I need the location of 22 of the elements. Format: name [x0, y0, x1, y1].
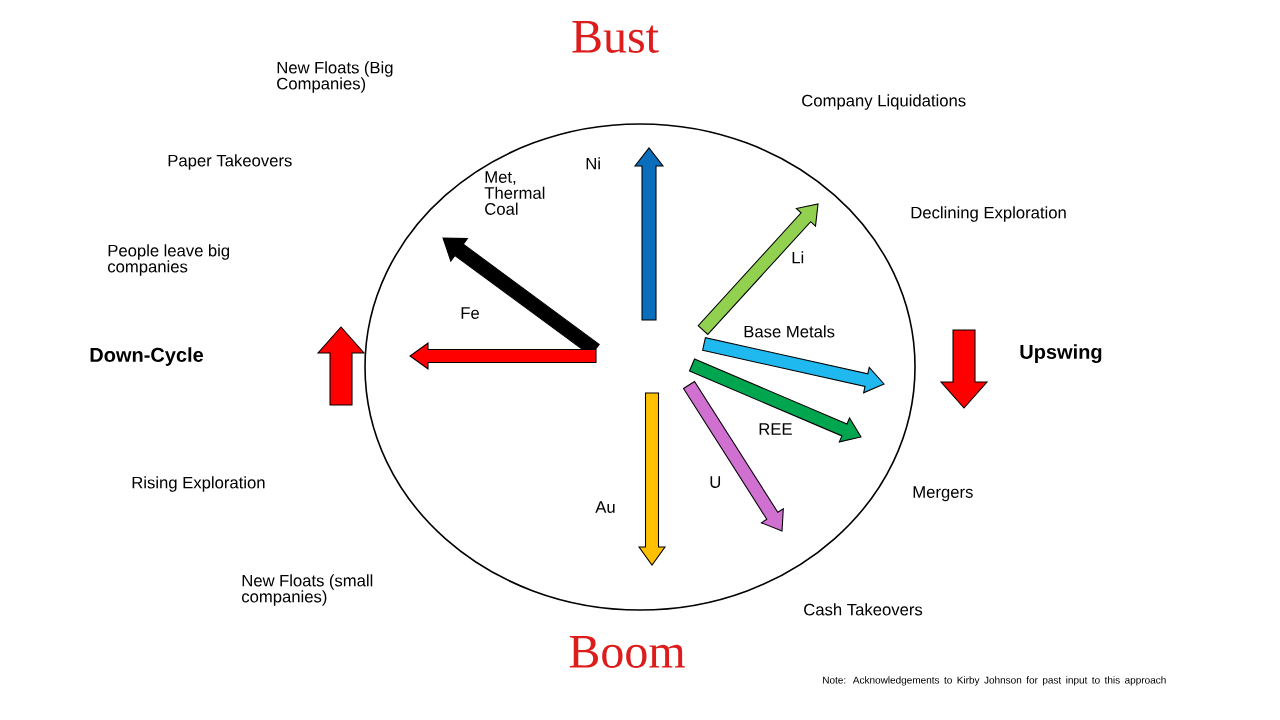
commodity-label: Base Metals: [744, 325, 835, 338]
event-label: Paper Takeovers: [168, 154, 292, 170]
phase-heading: Bust: [572, 21, 659, 53]
commodity-label: Au: [595, 501, 615, 513]
event-label: People leave big companies: [108, 244, 230, 276]
commodity-label: Fe: [461, 307, 479, 319]
note-text: Note: Acknowledgements to Kirby Johnson for past input to this approach: [823, 676, 1166, 686]
commodity-label: REE: [759, 423, 792, 435]
event-label: Rising Exploration: [132, 476, 265, 492]
cycle-label: Upswing: [1020, 344, 1102, 363]
event-label: Declining Exploration: [911, 206, 1066, 222]
cycle-label: Down-Cycle: [90, 347, 204, 366]
event-label: Company Liquidations: [802, 94, 966, 110]
event-label: New Floats (Big Companies): [277, 61, 393, 93]
commodity-label: U: [710, 476, 720, 488]
event-label: Cash Takeovers: [804, 603, 923, 616]
commodity-label: Met, Thermal Coal: [484, 171, 545, 215]
event-label: Mergers: [913, 486, 973, 502]
commodity-label: Li: [792, 251, 804, 264]
event-label: New Floats (small companies): [242, 574, 373, 606]
phase-heading: Boom: [569, 636, 685, 668]
commodity-label: Ni: [586, 157, 600, 170]
